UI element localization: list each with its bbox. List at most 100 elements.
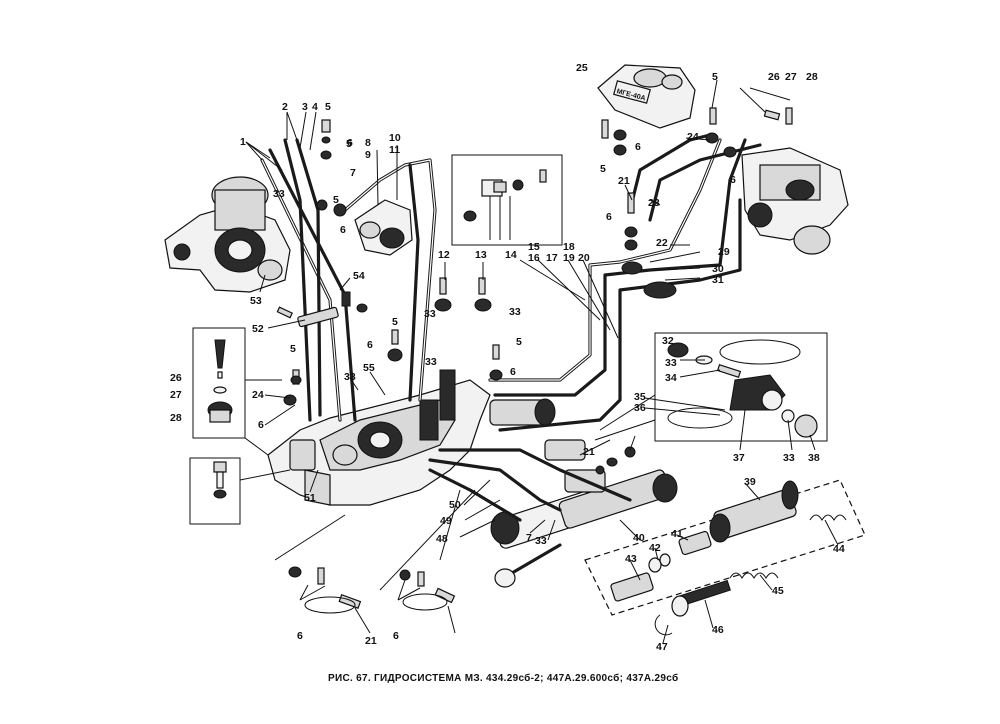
callout-13: 13 <box>475 249 487 261</box>
flow-divider <box>354 199 413 256</box>
callout-20: 20 <box>578 252 590 264</box>
callout-43: 43 <box>625 553 637 565</box>
callout-9: 9 <box>365 149 371 161</box>
control-valve-block <box>741 147 849 255</box>
callout-35: 35 <box>634 391 646 403</box>
callout-30: 30 <box>712 263 724 275</box>
callout-6: 6 <box>367 339 373 351</box>
callout-4: 4 <box>312 101 318 113</box>
callout-5: 5 <box>333 194 339 206</box>
callout-28: 28 <box>170 412 182 424</box>
callout-42: 42 <box>649 542 661 554</box>
distributor-mge-40a: МГЕ-40А <box>597 64 696 129</box>
callout-6: 6 <box>258 419 264 431</box>
hydraulic-pump <box>164 176 291 293</box>
callout-14: 14 <box>505 249 517 261</box>
callout-7: 7 <box>350 167 356 179</box>
callout-15: 15 <box>528 241 540 253</box>
callout-25: 25 <box>576 62 588 74</box>
callout-36: 36 <box>634 402 646 414</box>
callout-6: 6 <box>393 630 399 642</box>
callout-11: 11 <box>389 144 400 156</box>
callout-27: 27 <box>785 71 797 83</box>
bottom-fittings-left <box>288 566 456 614</box>
callout-33: 33 <box>424 308 436 320</box>
callout-18: 18 <box>563 241 575 253</box>
callout-6: 6 <box>606 211 612 223</box>
detail-box-left-top <box>192 327 246 439</box>
callout-29: 29 <box>718 246 730 258</box>
callout-45: 45 <box>772 585 784 597</box>
callout-34: 34 <box>665 372 677 384</box>
callout-5: 5 <box>516 336 522 348</box>
callout-10: 10 <box>389 132 401 144</box>
callout-7: 7 <box>526 532 532 544</box>
callout-40: 40 <box>633 532 645 544</box>
callout-44: 44 <box>833 543 845 555</box>
callout-55: 55 <box>363 362 375 374</box>
callout-16: 16 <box>528 252 540 264</box>
callout-8: 8 <box>365 137 371 149</box>
callout-24: 24 <box>252 389 264 401</box>
callout-5: 5 <box>325 101 331 113</box>
callout-21: 21 <box>365 635 377 647</box>
callout-6: 6 <box>347 137 353 149</box>
callout-33: 33 <box>783 452 795 464</box>
pipe-clamp <box>297 291 351 328</box>
pipelines <box>260 133 762 522</box>
callout-5: 5 <box>290 343 296 355</box>
callout-47: 47 <box>656 641 668 653</box>
callout-5: 5 <box>712 71 718 83</box>
callout-51: 51 <box>304 492 316 504</box>
callout-33: 33 <box>665 357 677 369</box>
detail-box-top-center <box>451 154 563 246</box>
detail-box-left-bottom <box>189 457 241 525</box>
callout-39: 39 <box>744 476 756 488</box>
page-number: 175 <box>0 688 2 706</box>
leader-lines <box>245 79 839 644</box>
callout-37: 37 <box>733 452 745 464</box>
callout-33: 33 <box>509 306 521 318</box>
callout-33: 33 <box>425 356 437 368</box>
callout-48: 48 <box>436 533 448 545</box>
fittings <box>276 107 793 475</box>
callout-46: 46 <box>712 624 724 636</box>
callout-17: 17 <box>546 252 558 264</box>
callout-53: 53 <box>250 295 262 307</box>
callout-32: 32 <box>662 335 674 347</box>
exploded-cylinder-assembly <box>584 479 866 636</box>
callout-49: 49 <box>440 515 452 527</box>
callout-6: 6 <box>297 630 303 642</box>
callout-19: 19 <box>563 252 575 264</box>
callout-54: 54 <box>353 270 365 282</box>
callout-1: 1 <box>240 136 246 148</box>
callout-38: 38 <box>808 452 820 464</box>
callout-28: 28 <box>806 71 818 83</box>
callout-33: 33 <box>535 535 547 547</box>
callout-33: 33 <box>344 371 356 383</box>
detail-box-right <box>654 332 828 442</box>
callout-27: 27 <box>170 389 182 401</box>
callout-6: 6 <box>730 174 736 186</box>
callout-22: 22 <box>656 237 668 249</box>
callout-6: 6 <box>635 141 641 153</box>
callout-5: 5 <box>346 138 352 150</box>
callout-21: 21 <box>583 446 595 458</box>
callout-6: 6 <box>510 366 516 378</box>
callout-2: 2 <box>282 101 288 113</box>
callout-5: 5 <box>600 163 606 175</box>
callout-41: 41 <box>671 528 683 540</box>
callout-12: 12 <box>438 249 450 261</box>
callout-52: 52 <box>252 323 264 335</box>
callout-labels: 1 2 3 4 5 5 5 5 5 5 5 5 6 6 6 6 6 6 6 6 … <box>170 62 845 653</box>
callout-33: 33 <box>273 188 285 200</box>
callout-3: 3 <box>302 101 308 113</box>
callout-31: 31 <box>712 274 724 286</box>
figure-caption: РИС. 67. ГИДРОСИСТЕМА МЗ. 434.29сб-2; 44… <box>328 673 679 684</box>
callout-24: 24 <box>687 131 699 143</box>
callout-26: 26 <box>170 372 182 384</box>
callout-50: 50 <box>449 499 461 511</box>
callout-23: 23 <box>648 197 660 209</box>
